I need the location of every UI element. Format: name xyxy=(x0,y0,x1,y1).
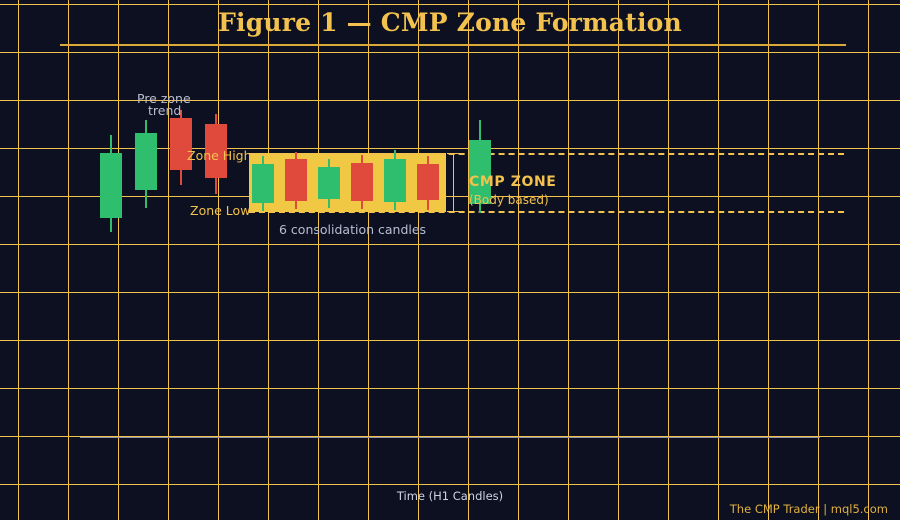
zone-height-bracket xyxy=(453,153,454,212)
gridline-vertical-16 xyxy=(818,0,819,520)
candle-2-up xyxy=(135,120,157,208)
cmp-zone-rectangle xyxy=(249,153,446,212)
candle-8-down xyxy=(351,155,373,209)
candle-6-down xyxy=(285,152,307,209)
gridline-vertical-1 xyxy=(68,0,69,520)
figure-title: Figure 1 — CMP Zone Formation xyxy=(218,8,682,37)
candle-body xyxy=(100,153,122,218)
consolidation-caption: 6 consolidation candles xyxy=(279,222,427,237)
candle-4-down xyxy=(205,114,227,194)
pre-zone-trend-label-line2: trend xyxy=(148,103,182,118)
title-underline xyxy=(60,44,846,46)
gridline-vertical-5 xyxy=(268,0,269,520)
candle-body xyxy=(318,167,340,199)
zone-low-dashed-line xyxy=(249,211,844,213)
footer-credit: The CMP Trader | mql5.com xyxy=(729,502,888,516)
candle-3-down xyxy=(170,110,192,185)
gridline-horizontal-0 xyxy=(0,4,900,5)
candle-5-up xyxy=(252,156,274,211)
zone-bracket-bottom-tick xyxy=(447,211,460,212)
gridline-horizontal-1 xyxy=(0,52,900,53)
gridline-vertical-9 xyxy=(468,0,469,520)
candle-body xyxy=(469,140,491,204)
candle-body xyxy=(252,164,274,203)
gridline-vertical-10 xyxy=(518,0,519,520)
cmp-zone-sublabel: (Body based) xyxy=(469,193,549,207)
zone-low-label: Zone Low xyxy=(190,203,251,218)
gridline-vertical-4 xyxy=(218,0,219,520)
gridline-vertical-0 xyxy=(18,0,19,520)
zone-high-dashed-line xyxy=(249,153,844,155)
gridline-vertical-17 xyxy=(868,0,869,520)
gridline-horizontal-8 xyxy=(0,388,900,389)
gridline-vertical-3 xyxy=(168,0,169,520)
candle-body xyxy=(205,124,227,178)
gridline-horizontal-2 xyxy=(0,100,900,101)
gridline-vertical-14 xyxy=(718,0,719,520)
candle-body xyxy=(170,118,192,170)
gridline-vertical-15 xyxy=(768,0,769,520)
candle-body xyxy=(384,159,406,202)
gridline-vertical-13 xyxy=(668,0,669,520)
candle-body xyxy=(351,163,373,201)
pre-zone-trend-label-line1: Pre zone xyxy=(137,91,191,106)
zone-bracket-top-tick xyxy=(447,153,460,154)
candle-1-up xyxy=(100,135,122,232)
candle-11-up xyxy=(469,120,491,213)
gridline-vertical-6 xyxy=(318,0,319,520)
candle-10-down xyxy=(417,156,439,210)
candle-body xyxy=(417,164,439,200)
gridline-vertical-2 xyxy=(118,0,119,520)
gridline-vertical-11 xyxy=(568,0,569,520)
chart-baseline xyxy=(80,437,820,438)
candle-body xyxy=(135,133,157,190)
candle-9-up xyxy=(384,150,406,210)
gridline-vertical-12 xyxy=(618,0,619,520)
gridline-horizontal-10 xyxy=(0,484,900,485)
candle-body xyxy=(285,159,307,201)
gridline-vertical-8 xyxy=(418,0,419,520)
cmp-zone-label: CMP ZONE xyxy=(469,174,557,190)
gridline-horizontal-6 xyxy=(0,292,900,293)
gridline-horizontal-5 xyxy=(0,244,900,245)
gridline-horizontal-7 xyxy=(0,340,900,341)
candle-7-up xyxy=(318,159,340,208)
zone-high-label: Zone High xyxy=(187,148,252,163)
gridline-vertical-7 xyxy=(368,0,369,520)
x-axis-label: Time (H1 Candles) xyxy=(396,489,504,503)
